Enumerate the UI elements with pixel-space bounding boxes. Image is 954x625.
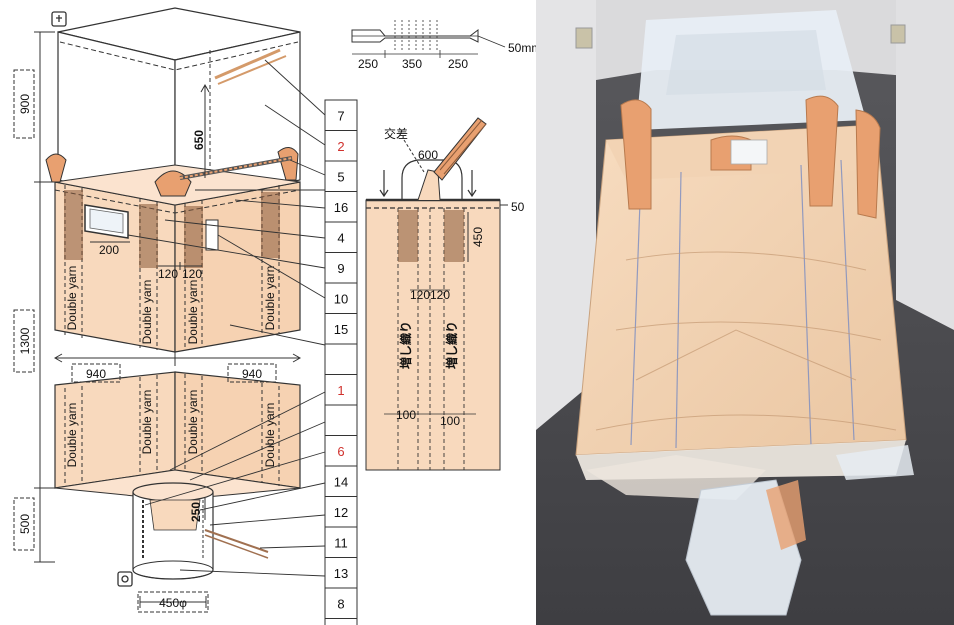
reinforce-right-label: 増し織り [444, 321, 459, 369]
part-cell [324, 99, 358, 131]
double-yarn-label: Double yarn [65, 403, 79, 468]
leader-lines [127, 59, 326, 577]
belt-gap-a-label: 120 [158, 267, 178, 281]
part-number: 6 [337, 444, 344, 459]
document-pocket [84, 204, 129, 239]
part-cell [324, 160, 358, 192]
part-number: 15 [334, 322, 348, 337]
part-cell [324, 404, 358, 436]
belt-width-a-label: 100 [396, 408, 416, 422]
hem-label: 50 [511, 200, 525, 214]
top-height-label: 900 [18, 94, 32, 114]
discharge-spout [132, 482, 269, 580]
part-number: 1 [337, 383, 344, 398]
belt-part-a-label: 250 [358, 57, 378, 71]
gap-a-label: 120 [410, 288, 430, 302]
loop-section-detail [365, 117, 508, 471]
part-number: 11 [334, 535, 348, 550]
part-number: 13 [334, 566, 348, 581]
double-yarn-label: Double yarn [65, 266, 79, 331]
top-liner [57, 7, 301, 206]
part-number: 9 [337, 261, 344, 276]
bag-bottom [54, 371, 301, 580]
bag-body [45, 147, 301, 353]
reinforce-left-label: 増し織り [398, 321, 413, 369]
double-yarn-label: Double yarn [263, 266, 277, 331]
double-yarn-labels: Double yarn Double yarn Double yarn Doub… [65, 266, 277, 468]
part-cell [324, 435, 358, 467]
belt-width-label: 50mm [508, 41, 536, 55]
part-cell [324, 221, 358, 253]
belt-part-b-label: 350 [402, 57, 422, 71]
belt-width-b-label: 100 [440, 414, 460, 428]
part-number: 12 [334, 505, 348, 520]
part-cell [324, 526, 358, 558]
pocket-width-label: 200 [99, 243, 119, 257]
double-yarn-label: Double yarn [263, 403, 277, 468]
part-number: 7 [337, 108, 344, 123]
inner-top-label: 650 [192, 130, 206, 150]
belt-part-c-label: 250 [448, 57, 468, 71]
part-number: 4 [337, 230, 344, 245]
part-cell [324, 282, 358, 314]
part-number: 5 [337, 169, 344, 184]
belt-detail [351, 20, 506, 58]
double-yarn-label: Double yarn [186, 390, 200, 455]
part-number: 16 [334, 200, 348, 215]
width-dimension [53, 352, 302, 383]
part-cell [324, 587, 358, 619]
bottom-height-label: 500 [18, 514, 32, 534]
part-cell [324, 618, 358, 625]
double-yarn-label: Double yarn [140, 280, 154, 345]
lifting-loops [45, 147, 299, 197]
width-left-label: 940 [86, 367, 106, 381]
bag-diagram: 900 1300 500 940 940 650 200 120 120 250… [13, 7, 536, 625]
part-cell [324, 130, 358, 162]
part-cell [324, 465, 358, 497]
height-dimension [13, 31, 55, 563]
part-number-column: 72516491015161412111383 [324, 99, 358, 625]
cross-label: 交差 [384, 126, 408, 141]
part-number: 10 [334, 291, 348, 306]
bag-photo [536, 0, 954, 625]
part-cell [324, 313, 358, 345]
gap-b-label: 120 [430, 288, 450, 302]
hook-icon [117, 571, 133, 587]
hook-icon [51, 11, 67, 27]
part-number: 14 [334, 474, 348, 489]
belt-gap-b-label: 120 [182, 267, 202, 281]
double-yarn-label: Double yarn [186, 280, 200, 345]
part-cell [324, 496, 358, 528]
spout-diameter-label: 450φ [159, 596, 187, 610]
part-number: 8 [337, 596, 344, 611]
part-cell [324, 343, 358, 375]
part-number: 2 [337, 139, 344, 154]
width-right-label: 940 [242, 367, 262, 381]
loop-span-label: 600 [418, 148, 438, 162]
stitch-length-label: 450 [471, 227, 485, 247]
double-yarn-label: Double yarn [140, 390, 154, 455]
spout-depth-label: 250 [189, 502, 203, 522]
body-height-label: 1300 [18, 327, 32, 354]
part-cell [324, 191, 358, 223]
